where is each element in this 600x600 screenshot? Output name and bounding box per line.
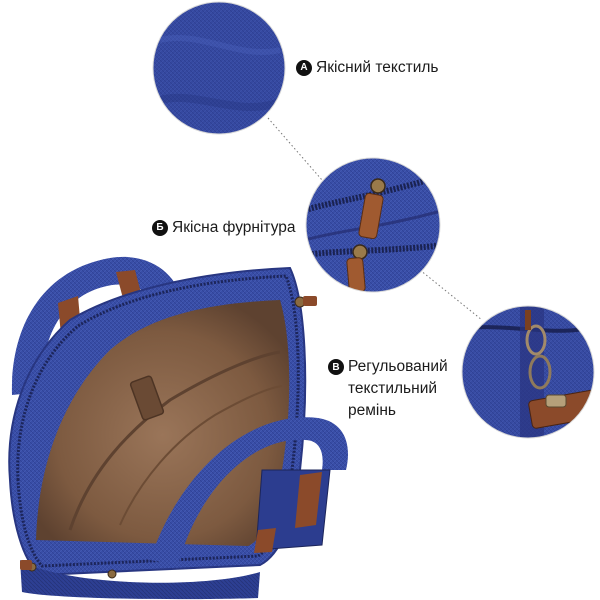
bag-illustration [8,256,348,600]
inset-zipper-hardware [305,157,441,293]
callout-strap: B Регульований текстильний ремінь [328,356,448,422]
back-handle [11,256,182,395]
inset-fabric-texture [152,1,286,135]
badge-b: Б [152,220,168,236]
badge-v: B [328,359,344,375]
callout-strap-line-1: Регульований [348,358,448,375]
front-handle [150,417,348,565]
callout-strap-line-3: ремінь [348,402,396,419]
callout-strap-line-2: текстильний [348,380,438,397]
inset-adjustable-strap [461,305,595,439]
zipper-track [16,274,300,568]
badge-a: A [296,60,312,76]
callout-fabric: A Якісний текстиль [296,60,438,76]
callout-hardware: Б Якісна фурнітура [152,220,296,236]
callout-hardware-label: Якісна фурнітура [172,219,296,237]
bag-lining [36,300,290,546]
connector-lines [267,117,483,321]
callout-fabric-label: Якісний текстиль [316,59,439,77]
